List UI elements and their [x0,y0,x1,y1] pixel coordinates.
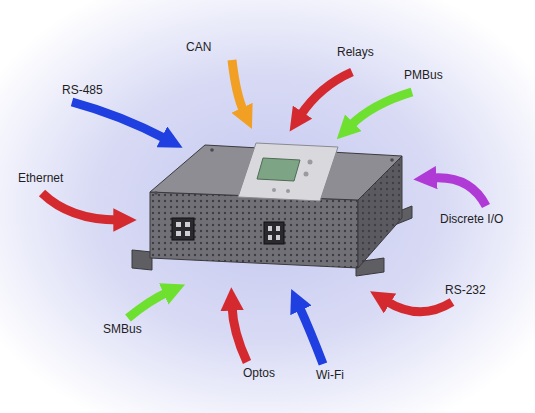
interface-label: Ethernet [18,171,63,185]
pmbus-arrow [350,92,412,126]
rs485-arrow [72,102,166,139]
interface-label: PMBus [404,68,443,82]
interface-label: Relays [337,45,374,59]
interface-arrows [42,60,486,364]
interface-label: RS-232 [445,283,486,297]
interface-label: CAN [186,40,211,54]
interface-label: Optos [243,366,275,380]
smbus-arrow [128,292,168,318]
interface-label: Wi-Fi [316,368,344,382]
rs232-arrow [386,301,452,312]
relays-arrow [300,72,352,116]
optos-arrow [232,306,247,362]
interface-label: Discrete I/O [440,212,503,226]
discrete-io-arrow [432,178,486,206]
ethernet-arrow [42,193,118,220]
interface-label: SMBus [103,322,142,336]
can-arrow [232,60,244,112]
wifi-arrow [299,306,323,364]
device-box [132,143,412,276]
interface-label: RS-485 [62,83,103,97]
